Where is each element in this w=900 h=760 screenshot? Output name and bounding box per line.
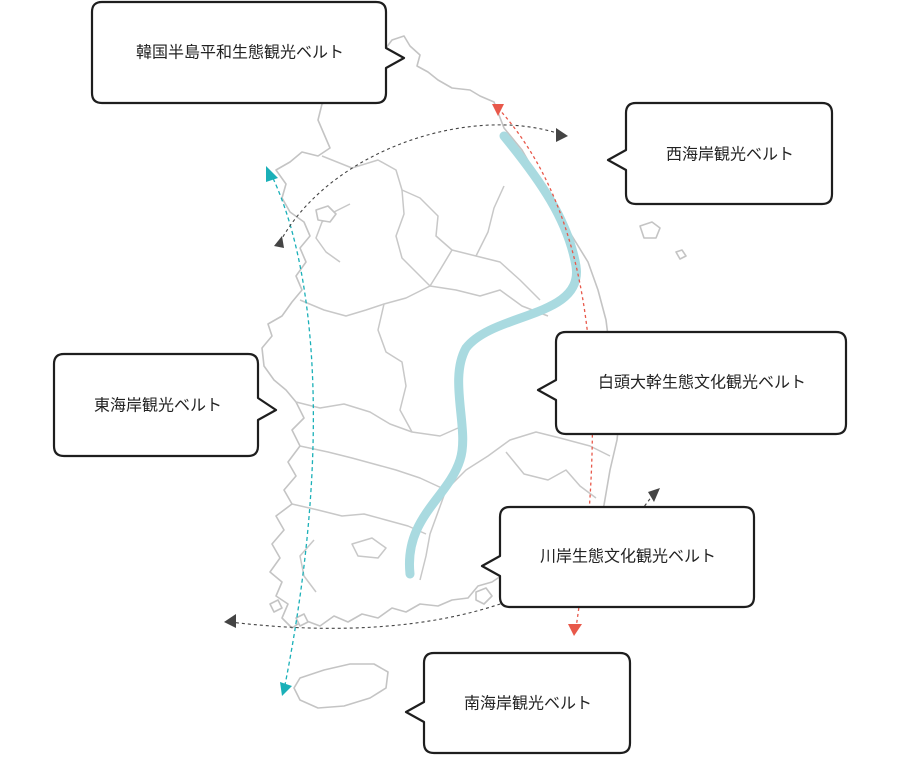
province-borders bbox=[291, 155, 611, 593]
baekdu-belt-label: 白頭大幹生態文化観光ベルト bbox=[598, 373, 806, 392]
geoje-island bbox=[475, 587, 493, 605]
jeju-island bbox=[293, 663, 389, 709]
callout-south-coast-belt: 南海岸観光ベルト bbox=[404, 651, 632, 755]
south-arc-arrow-right bbox=[648, 488, 660, 502]
east-route-arrow-bottom bbox=[568, 624, 582, 636]
dmz-belt-label: 韓国半島平和生態観光ベルト bbox=[136, 43, 344, 62]
north-arc-arrow-right bbox=[556, 128, 568, 142]
north-arc-route bbox=[279, 124, 561, 243]
west-coast-belt-label: 西海岸観光ベルト bbox=[666, 145, 794, 164]
north-arc-arrow-left bbox=[274, 236, 284, 248]
callout-baekdu-belt: 白頭大幹生態文化観光ベルト bbox=[536, 330, 848, 436]
peninsula-outline bbox=[261, 35, 621, 629]
west-route-arrow-bottom bbox=[280, 682, 292, 696]
callout-east-coast-belt: 東海岸観光ベルト bbox=[52, 352, 278, 458]
callout-river-belt: 川岸生態文化観光ベルト bbox=[480, 505, 756, 609]
baekdu-route bbox=[404, 131, 581, 579]
south-arc-arrow-left bbox=[224, 614, 236, 628]
west-route bbox=[269, 171, 315, 691]
east-route-arrow-top bbox=[492, 104, 504, 116]
ulleung-island bbox=[639, 221, 661, 239]
east-coast-belt-label: 東海岸観光ベルト bbox=[94, 396, 222, 415]
west-route-arrow-top bbox=[266, 166, 278, 182]
river-belt-label: 川岸生態文化観光ベルト bbox=[540, 547, 716, 566]
southwest-island-2 bbox=[295, 613, 309, 627]
ganghwa-island bbox=[315, 205, 337, 223]
south-coast-belt-label: 南海岸観光ベルト bbox=[464, 694, 592, 713]
callout-west-coast-belt: 西海岸観光ベルト bbox=[606, 101, 834, 206]
southwest-island-1 bbox=[269, 599, 283, 613]
callout-dmz-belt: 韓国半島平和生態観光ベルト bbox=[90, 0, 406, 105]
dokdo-island bbox=[675, 249, 687, 260]
